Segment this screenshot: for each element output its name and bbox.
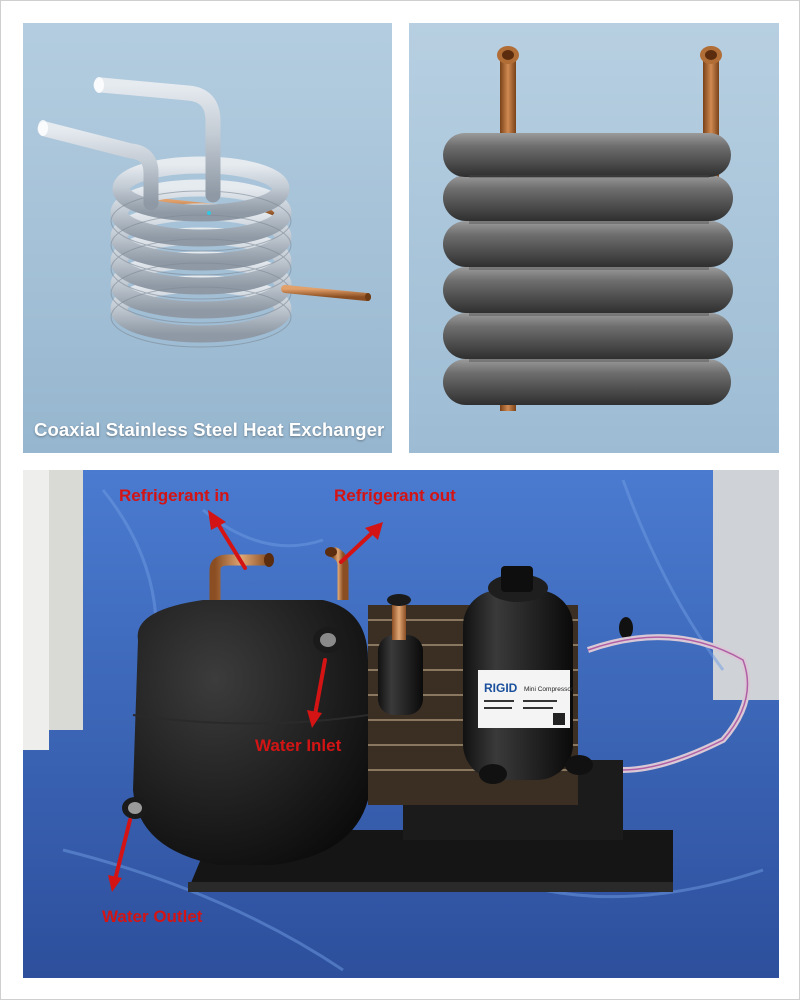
label-water-outlet: Water Outlet [102, 907, 203, 926]
label-refrigerant-in: Refrigerant in [119, 486, 230, 505]
compressor-brand: RIGID [484, 681, 518, 695]
label-refrigerant-out: Refrigerant out [334, 486, 456, 505]
render-steel-coil: Coaxial Stainless Steel Heat Exchanger [23, 23, 392, 453]
photo-chiller-assembly: RIGID Mini Compressor [23, 470, 779, 978]
steel-coil-illustration [23, 23, 392, 453]
render-dark-coil [409, 23, 779, 453]
chiller-photo-illustration: RIGID Mini Compressor [23, 470, 779, 978]
compressor-model-text: Mini Compressor [524, 686, 574, 693]
panel-caption: Coaxial Stainless Steel Heat Exchanger [34, 419, 385, 440]
dark-coil-illustration [409, 23, 779, 453]
label-water-inlet: Water Inlet [255, 736, 342, 755]
